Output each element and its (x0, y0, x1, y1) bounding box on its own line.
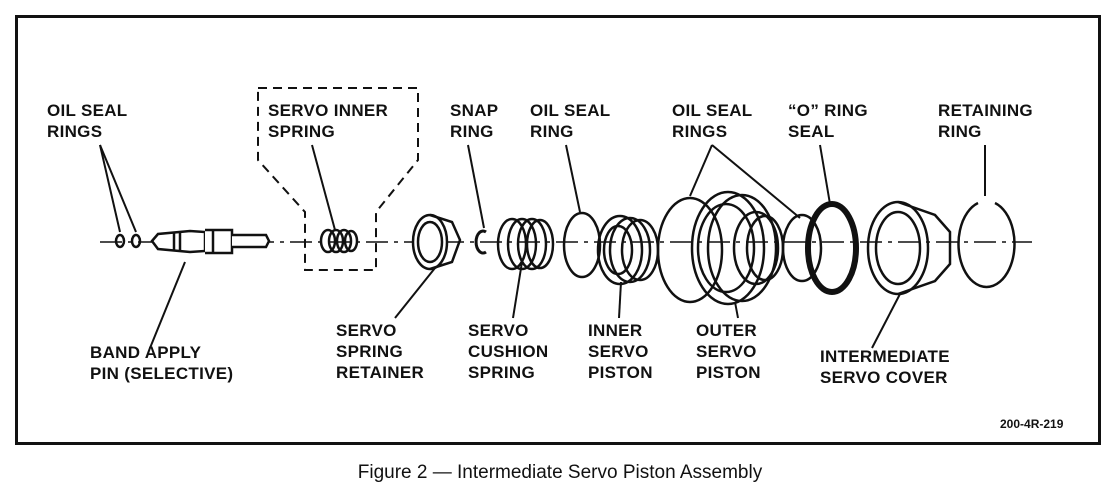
servo-spring-retainer (411, 213, 462, 271)
label-servo-spring-retainer: SERVO SPRING RETAINER (336, 321, 425, 382)
figure-caption: Figure 2 — Intermediate Servo Piston Ass… (357, 462, 763, 483)
o-ring-seal (805, 201, 859, 295)
intermediate-servo-cover (866, 200, 952, 296)
leader-band-apply-pin (149, 261, 186, 349)
figure-code: 200-4R-219 (1000, 417, 1064, 431)
label-band-apply-pin: BAND APPLY PIN (SELECTIVE) (90, 343, 234, 383)
label-o-ring-seal: “O” RING SEAL (788, 101, 868, 141)
label-oil-seal-rings-right: OIL SEAL RINGS (672, 101, 753, 141)
outer-servo-piston (690, 190, 785, 306)
leader-oil-seal-rings-right (689, 144, 713, 197)
oil-seal-ring-single (562, 211, 602, 279)
label-retaining-ring: RETAINING RING (938, 101, 1033, 141)
snap-ring (474, 229, 487, 255)
label-snap-ring: SNAP RING (450, 101, 499, 141)
leader-outer-servo-piston (734, 301, 739, 319)
figure-frame (15, 15, 1101, 445)
leader-servo-cushion-spring (512, 261, 523, 319)
servo-inner-spring (319, 228, 359, 254)
label-servo-inner-spring: SERVO INNER SPRING (268, 101, 389, 141)
leader-oil-seal-ring (565, 144, 581, 213)
inner-servo-piston (596, 214, 660, 286)
leader-intermediate-servo-cover (871, 293, 901, 349)
leader-snap-ring (467, 144, 485, 229)
servo-inner-spring-detail-box (257, 87, 419, 271)
label-intermediate-servo-cover: INTERMEDIATE SERVO COVER (820, 347, 950, 387)
oil-seal-ring-right (781, 213, 823, 283)
leader-o-ring-seal (819, 144, 831, 205)
retaining-ring (957, 201, 1016, 289)
oil-seal-ring-large (656, 196, 724, 304)
leader-servo-spring-retainer (394, 267, 436, 319)
label-servo-cushion-spring: SERVO CUSHION SPRING (468, 321, 549, 382)
leader-inner-servo-piston (618, 281, 622, 319)
label-outer-servo-piston: OUTER SERVO PISTON (696, 321, 761, 382)
label-oil-seal-ring: OIL SEAL RING (530, 101, 611, 141)
leader-servo-inner-spring (311, 144, 336, 231)
servo-cushion-spring (496, 217, 555, 271)
label-oil-seal-rings-left: OIL SEAL RINGS (47, 101, 128, 141)
leader-oil-seal-rings-left (99, 144, 121, 233)
oil-seal-ring-small-1 (114, 233, 126, 249)
oil-seal-ring-small-2 (130, 233, 142, 249)
band-apply-pin (150, 228, 271, 255)
label-inner-servo-piston: INNER SERVO PISTON (588, 321, 653, 382)
